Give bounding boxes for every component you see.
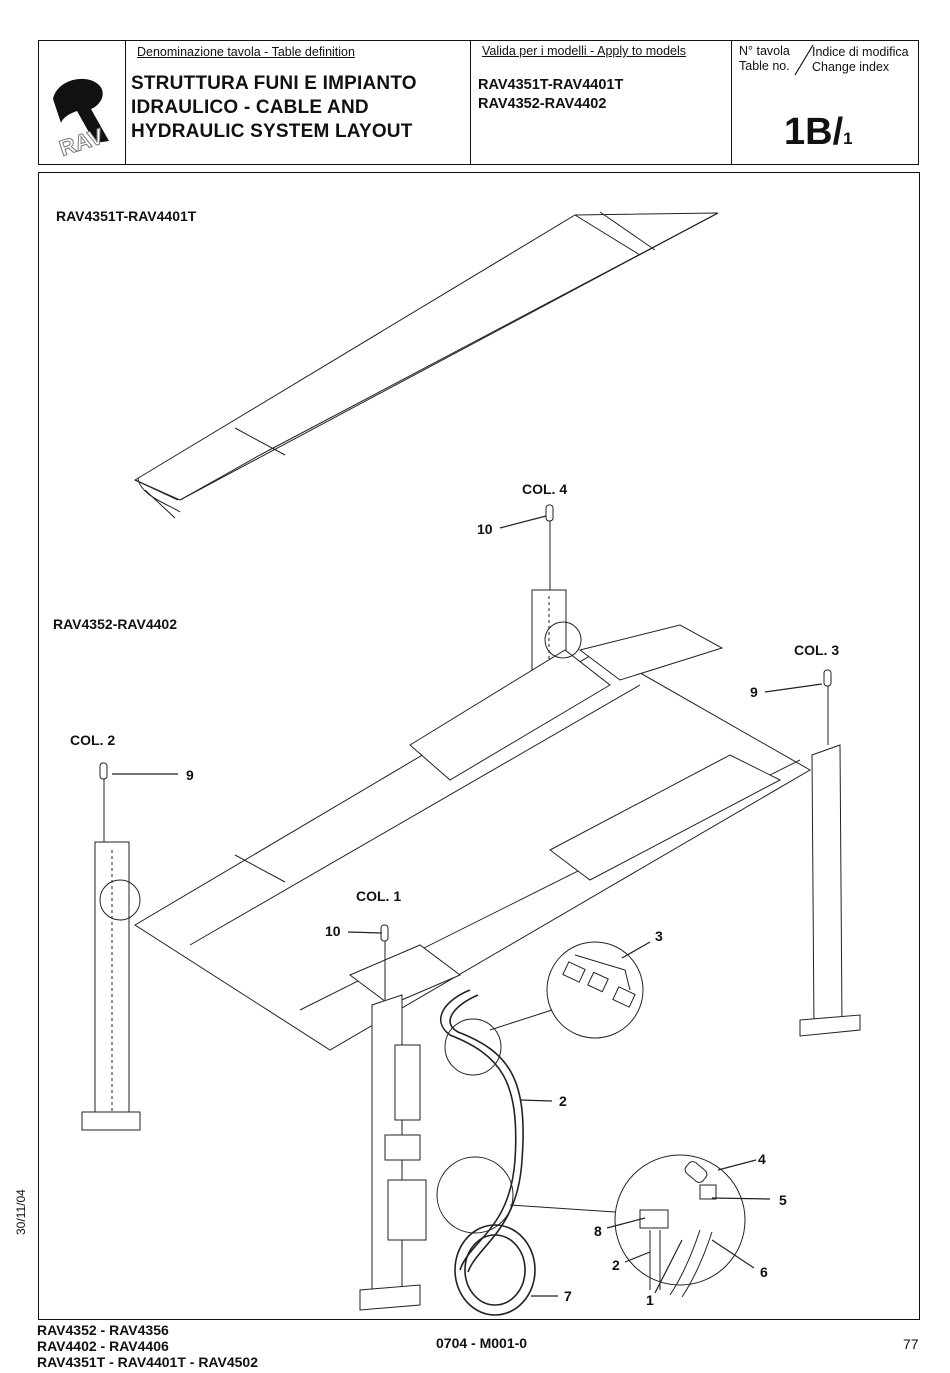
valid-models-label: Valida per i modelli - Apply to models [482,44,687,58]
callout-number: 4 [758,1151,766,1167]
callout-number: 9 [750,684,758,700]
callout-number: 10 [325,923,341,939]
document-code: 0704 - M001-0 [436,1335,528,1351]
cable-terminals [99,504,832,1000]
detail-views [436,941,746,1298]
slash-divider [794,44,814,76]
model-label-four-post: RAV4352-RAV4402 [53,616,177,632]
footer-models: RAV4352 - RAV4356 RAV4402 - RAV4406 RAV4… [37,1322,258,1370]
callout-number: 10 [477,521,493,537]
column-label: COL. 4 [522,481,568,497]
change-index-value: 1 [843,129,853,148]
title-line: HYDRAULIC SYSTEM LAYOUT [131,121,413,142]
four-post-lift [81,589,861,1311]
column-label: COL. 3 [794,642,840,658]
footer-model-line: RAV4402 - RAV4406 [37,1338,169,1354]
model-line: RAV4351T-RAV4401T [478,77,624,93]
callout-number: 7 [564,1288,572,1304]
table-title: STRUTTURA FUNI E IMPIANTO IDRAULICO - CA… [131,72,417,144]
divider [125,41,126,164]
divider [731,41,732,164]
label-line: Indice di modifica [812,45,909,59]
valid-models: RAV4351T-RAV4401T RAV4352-RAV4402 [478,76,623,114]
table-number: 1B/1 [784,111,853,154]
table-no-label: N° tavola Table no. [739,44,790,74]
callout-number: 8 [594,1223,602,1239]
callout-number: 9 [186,767,194,783]
divider [470,41,471,164]
label-line: Change index [812,60,890,74]
footer-model-line: RAV4351T - RAV4401T - RAV4502 [37,1354,258,1370]
title-line: STRUTTURA FUNI E IMPIANTO [131,73,417,94]
callout-number: 6 [760,1264,768,1280]
title-line: IDRAULICO - CABLE AND [131,97,369,118]
callout-number: 2 [612,1257,620,1273]
hydraulic-hose [439,989,536,1316]
change-index-label: Indice di modifica Change index [812,45,909,75]
table-definition-label: Denominazione tavola - Table definition [137,45,355,59]
page-number: 77 [903,1336,919,1352]
callout-number: 2 [559,1093,567,1109]
table-no-value: 1B/ [784,111,844,153]
callout-number: 3 [655,928,663,944]
leader-lines [112,515,823,1297]
column-label: COL. 1 [356,888,402,904]
single-runway [133,211,719,519]
column-label: COL. 2 [70,732,116,748]
model-line: RAV4352-RAV4402 [478,96,607,112]
title-block: RAV Denominazione tavola - Table definit… [38,40,919,165]
model-label-single: RAV4351T-RAV4401T [56,208,197,224]
label-line: Table no. [739,59,790,73]
callout-number: 1 [646,1292,654,1308]
footer-model-line: RAV4352 - RAV4356 [37,1322,169,1338]
revision-date: 30/11/04 [14,1189,28,1235]
label-line: N° tavola [739,44,790,58]
callout-number: 5 [779,1192,787,1208]
drawing-frame [38,172,920,1320]
rav-logo: RAV [53,78,109,161]
